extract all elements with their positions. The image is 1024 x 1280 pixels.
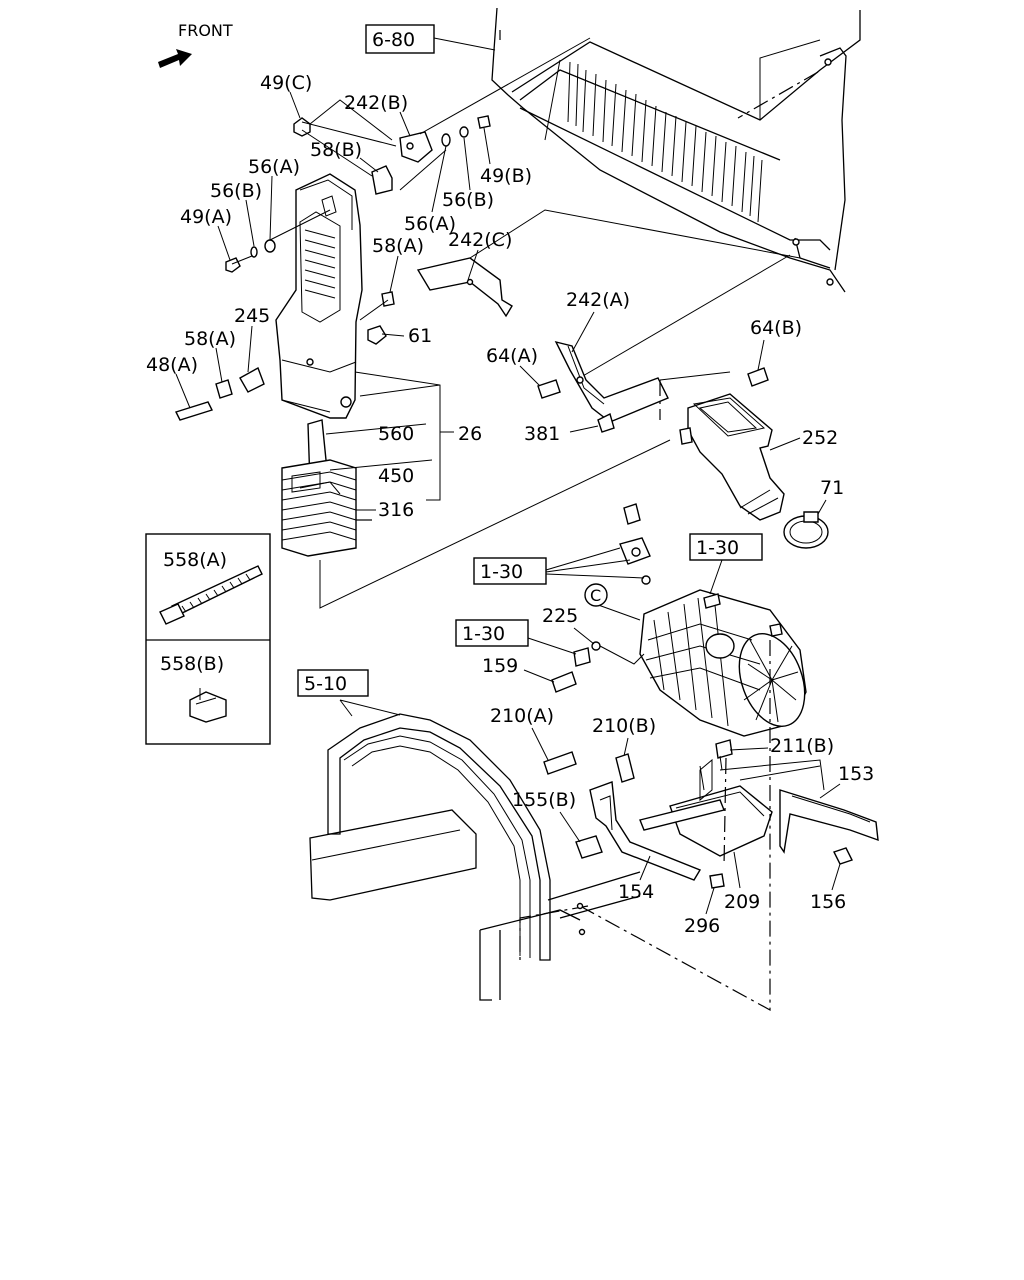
label-245[interactable]: 245 xyxy=(234,305,270,327)
marker-c: C xyxy=(584,583,608,607)
duct-252 xyxy=(659,371,829,549)
label-210a[interactable]: 210(A) xyxy=(490,705,554,727)
label-159[interactable]: 159 xyxy=(482,655,518,677)
marker-c-label: C xyxy=(590,586,601,605)
label-316[interactable]: 316 xyxy=(378,499,414,521)
label-560[interactable]: 560 xyxy=(378,423,414,445)
label-210b[interactable]: 210(B) xyxy=(592,715,656,737)
ref-1-30-c[interactable]: 1-30 xyxy=(455,619,577,655)
front-indicator: FRONT xyxy=(158,21,233,68)
label-58a-1[interactable]: 58(A) xyxy=(372,235,424,257)
label-153[interactable]: 153 xyxy=(838,763,874,785)
labels-252: 252 71 xyxy=(769,427,844,515)
bracket-242a xyxy=(537,340,769,433)
label-558b[interactable]: 558(B) xyxy=(160,653,224,675)
label-450[interactable]: 450 xyxy=(378,465,414,487)
ref-5-10-label: 5-10 xyxy=(304,673,347,695)
label-296[interactable]: 296 xyxy=(684,915,720,937)
label-242b[interactable]: 242(B) xyxy=(344,92,408,114)
label-58b[interactable]: 58(B) xyxy=(310,139,362,161)
label-61[interactable]: 61 xyxy=(408,325,432,347)
label-49a[interactable]: 49(A) xyxy=(180,206,232,228)
ref-6-80-label: 6-80 xyxy=(372,29,415,51)
air-intake-duct xyxy=(275,173,363,419)
ref-1-30-a[interactable]: 1-30 xyxy=(473,547,645,585)
label-71[interactable]: 71 xyxy=(820,477,844,499)
labels-upper-left: 49(C) 242(B) 58(B) 56(A) 56(B) 49(A) 49(… xyxy=(146,72,532,409)
label-56b-2[interactable]: 56(B) xyxy=(442,189,494,211)
labels-housing: 225 159 210(A) 210(B) 211(B) xyxy=(482,605,834,765)
label-56b-1[interactable]: 56(B) xyxy=(210,180,262,202)
label-56a-2[interactable]: 56(A) xyxy=(404,213,456,235)
label-242a[interactable]: 242(A) xyxy=(566,289,630,311)
air-cleaner-housing xyxy=(551,503,807,759)
label-58a-2[interactable]: 58(A) xyxy=(184,328,236,350)
filter-element-assembly xyxy=(281,419,433,557)
label-64b[interactable]: 64(B) xyxy=(750,317,802,339)
label-49b[interactable]: 49(B) xyxy=(480,165,532,187)
label-381[interactable]: 381 xyxy=(524,423,560,445)
hardware-upper-left xyxy=(175,115,513,421)
labels-26: 560 26 450 316 xyxy=(378,423,482,521)
label-242c[interactable]: 242(C) xyxy=(448,229,512,251)
label-558a[interactable]: 558(A) xyxy=(163,549,227,571)
frame-structure xyxy=(309,699,771,1012)
label-26[interactable]: 26 xyxy=(458,423,482,445)
label-225[interactable]: 225 xyxy=(542,605,578,627)
ref-1-30-a-label: 1-30 xyxy=(480,561,523,583)
label-56a-1[interactable]: 56(A) xyxy=(248,156,300,178)
front-arrow-icon xyxy=(158,49,192,68)
inset-558: 558(A) 558(B) xyxy=(145,533,271,745)
labels-lower: 153 155(B) 154 209 296 156 xyxy=(512,763,874,937)
ref-6-80[interactable]: 6-80 xyxy=(365,24,496,54)
label-252[interactable]: 252 xyxy=(802,427,838,449)
front-label: FRONT xyxy=(178,21,233,40)
ref-5-10[interactable]: 5-10 xyxy=(297,669,369,697)
dashed-guides xyxy=(356,519,771,867)
ref-1-30-b-label: 1-30 xyxy=(696,537,739,559)
label-49c[interactable]: 49(C) xyxy=(260,72,312,94)
label-64a[interactable]: 64(A) xyxy=(486,345,538,367)
label-209[interactable]: 209 xyxy=(724,891,760,913)
label-48a[interactable]: 48(A) xyxy=(146,354,198,376)
ref-1-30-c-label: 1-30 xyxy=(462,623,505,645)
label-211b[interactable]: 211(B) xyxy=(770,735,834,757)
label-155b[interactable]: 155(B) xyxy=(512,789,576,811)
label-156[interactable]: 156 xyxy=(810,891,846,913)
ref-1-30-b[interactable]: 1-30 xyxy=(689,533,763,595)
label-154[interactable]: 154 xyxy=(618,881,654,903)
cab-structure xyxy=(491,7,861,293)
leader-lines-upper xyxy=(309,37,801,609)
lower-bracket xyxy=(543,751,879,889)
labels-242a: 242(A) 64(B) 64(A) 381 xyxy=(486,289,802,445)
